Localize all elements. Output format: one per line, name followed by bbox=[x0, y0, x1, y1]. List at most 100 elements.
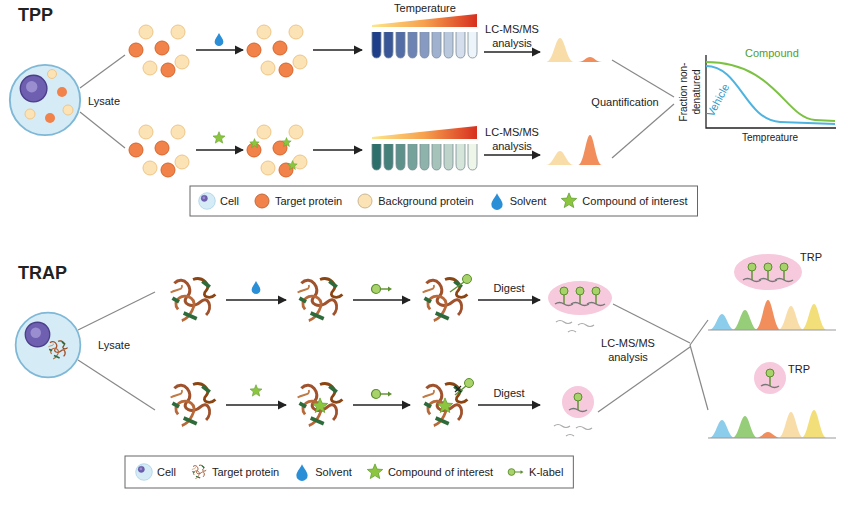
legend-icon bbox=[367, 464, 382, 479]
labeled-peptides bbox=[562, 386, 594, 418]
labeled-peptides bbox=[548, 281, 612, 436]
legend-swatch bbox=[293, 463, 311, 481]
sample-tubes bbox=[384, 144, 393, 170]
labeled-peptides bbox=[571, 287, 589, 306]
annotation-label: Digest bbox=[493, 281, 524, 295]
legend-label: Target protein bbox=[212, 465, 279, 479]
sample-tubes bbox=[432, 32, 441, 58]
k-label-attached bbox=[450, 282, 464, 292]
analysis-lines bbox=[690, 345, 708, 410]
labeled-peptides bbox=[555, 287, 573, 306]
legend-swatch bbox=[356, 192, 374, 210]
annotation-label: Lysate bbox=[98, 338, 130, 352]
quantification-lines bbox=[612, 104, 674, 158]
legend-swatch bbox=[358, 194, 372, 208]
legend-box bbox=[190, 186, 698, 216]
trap-cell bbox=[48, 341, 67, 359]
annotation-label: LC-MS/MS analysis bbox=[597, 336, 659, 364]
trp-peptides bbox=[734, 254, 802, 290]
ms-peaks bbox=[755, 300, 781, 330]
section-title: TPP bbox=[18, 4, 53, 27]
legend-swatch bbox=[135, 463, 153, 481]
legend-swatch bbox=[366, 463, 384, 481]
k-label-attached bbox=[463, 275, 472, 284]
sample-tubes bbox=[408, 32, 417, 58]
protein-groups bbox=[247, 125, 307, 177]
annotation-label: TRP bbox=[788, 362, 810, 376]
lysate-split bbox=[78, 292, 155, 410]
ms-peaks bbox=[546, 38, 574, 62]
k-label-reagent bbox=[372, 285, 393, 294]
tpp-cell bbox=[63, 105, 73, 115]
lysate-split bbox=[78, 292, 155, 330]
k-label-attached bbox=[455, 386, 461, 392]
process-arrow bbox=[484, 154, 540, 155]
k-label-attached bbox=[465, 379, 474, 388]
temperature-bar bbox=[372, 14, 477, 27]
annotation-label: LC-MS/MS analysis bbox=[481, 22, 543, 50]
trp-peptides bbox=[775, 263, 793, 282]
labeled-peptides bbox=[556, 321, 594, 333]
tpp-cell bbox=[25, 109, 35, 119]
legend-swatch bbox=[560, 192, 578, 210]
legend-swatch bbox=[190, 463, 208, 481]
annotation-label: Fraction non-denatured bbox=[677, 50, 703, 134]
process-arrow bbox=[196, 50, 540, 155]
analysis-lines bbox=[598, 304, 708, 412]
compound-star bbox=[213, 132, 225, 143]
sample-tubes bbox=[372, 144, 381, 170]
legend-icon bbox=[192, 465, 206, 478]
process-arrow bbox=[478, 404, 540, 405]
annotation-label: LC-MS/MS analysis bbox=[481, 125, 543, 153]
process-arrow bbox=[478, 299, 540, 300]
target-protein bbox=[423, 279, 468, 321]
labeled-peptides bbox=[587, 287, 605, 306]
legend-label: Compound of interest bbox=[582, 194, 687, 208]
temperature-bar bbox=[372, 126, 477, 139]
legend-label: Target protein bbox=[275, 194, 342, 208]
protein-groups bbox=[250, 139, 259, 148]
ms-peaks bbox=[801, 410, 827, 438]
process-arrow bbox=[226, 404, 286, 405]
annotation-label: Vehicle bbox=[703, 81, 732, 119]
process-arrow bbox=[313, 49, 362, 50]
tpp-cell bbox=[48, 70, 57, 79]
sample-tubes bbox=[468, 32, 477, 58]
annotation-label: Quantification bbox=[591, 95, 658, 109]
sample-tubes bbox=[408, 144, 417, 170]
sample-tubes bbox=[396, 32, 405, 58]
bound-compound bbox=[437, 398, 452, 413]
target-protein bbox=[171, 279, 216, 321]
ms-peaks bbox=[546, 151, 574, 165]
sample-tubes bbox=[396, 144, 405, 170]
protein-groups bbox=[288, 161, 297, 170]
annotation-label: Compound bbox=[745, 46, 799, 60]
section-title: TRAP bbox=[18, 262, 67, 285]
legend-icon bbox=[136, 464, 153, 481]
sample-tubes bbox=[372, 32, 477, 170]
sample-tubes bbox=[384, 32, 393, 58]
process-arrow bbox=[226, 299, 286, 300]
k-label-attached bbox=[455, 386, 466, 395]
process-arrow bbox=[484, 51, 540, 52]
ms-peaks bbox=[778, 412, 804, 438]
ms-peaks bbox=[578, 57, 602, 62]
ms-peaks bbox=[732, 310, 758, 330]
legend-label: Solvent bbox=[510, 194, 547, 208]
lysate-split bbox=[80, 112, 125, 148]
legend-box bbox=[125, 456, 573, 488]
trp-peptides bbox=[759, 263, 777, 282]
protein-groups bbox=[129, 125, 189, 177]
tpp-cell bbox=[10, 65, 80, 135]
target-protein bbox=[423, 384, 468, 426]
trap-cell bbox=[16, 313, 81, 378]
annotation-label: Lysate bbox=[88, 94, 120, 108]
sample-tubes bbox=[432, 144, 441, 170]
tpp-cell bbox=[57, 87, 67, 97]
legend-label: Compound of interest bbox=[388, 465, 493, 479]
labeled-peptides bbox=[548, 281, 612, 315]
annotation-label: Digest bbox=[493, 386, 524, 400]
annotation-label: Tempreature bbox=[742, 131, 798, 144]
protein-groups bbox=[282, 138, 291, 147]
legend-label: Cell bbox=[157, 465, 176, 479]
